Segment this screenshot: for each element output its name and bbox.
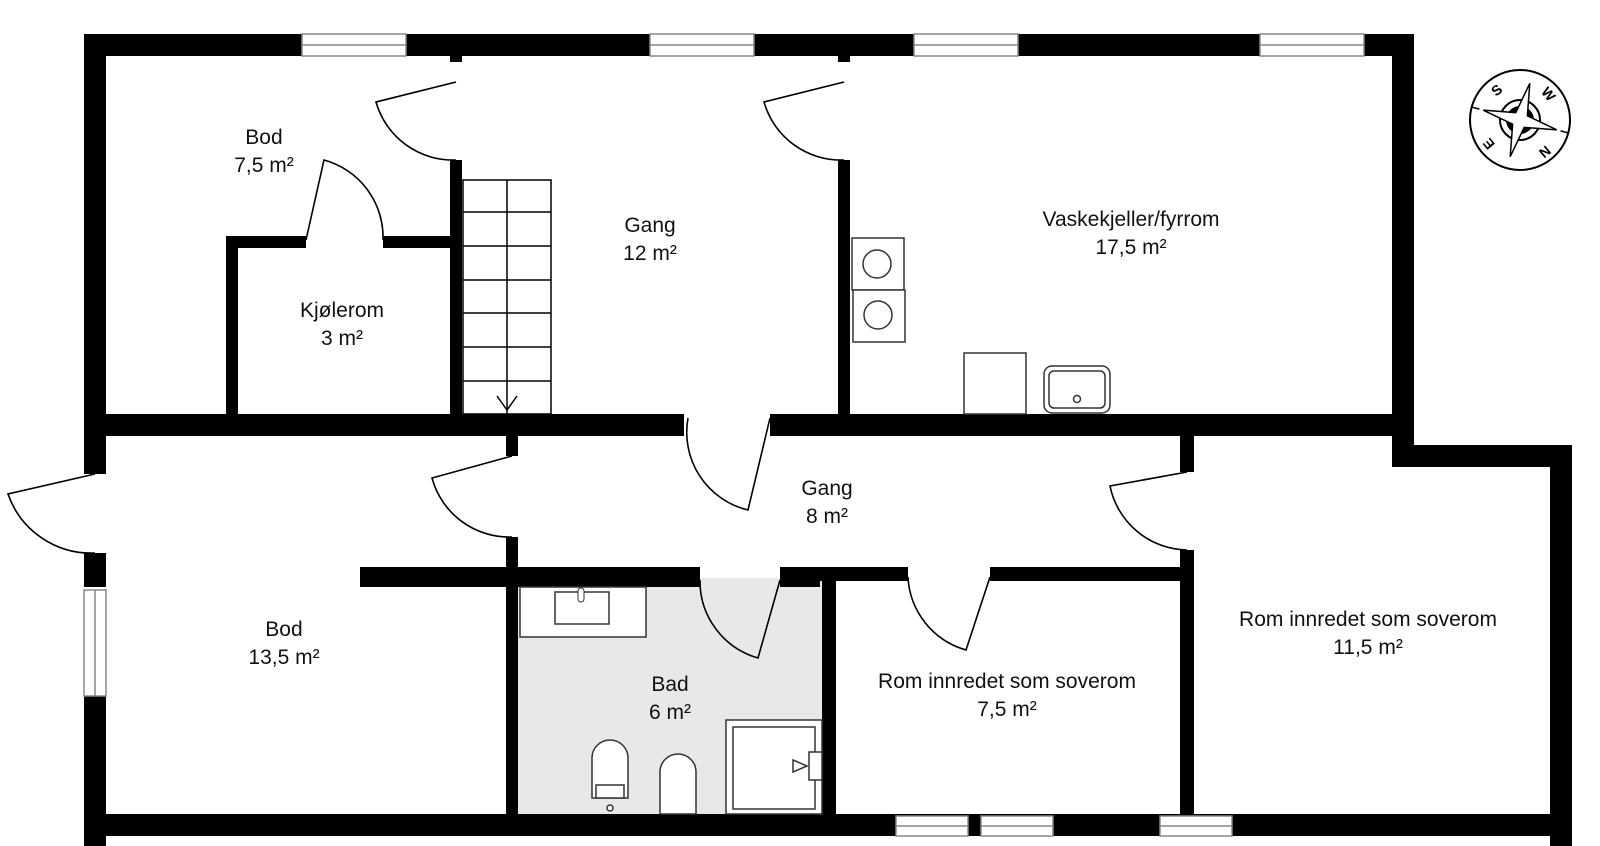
room-area: 11,5 m²: [1333, 636, 1403, 659]
compass-icon: [1469, 69, 1571, 171]
room-label-gang-upper: Gang 12 m²: [623, 212, 677, 268]
staircase: [462, 179, 552, 415]
compass-e: E: [1479, 135, 1498, 153]
bathroom-fixtures: [519, 586, 823, 815]
room-name: Bad: [651, 673, 689, 696]
washing-machine: [851, 237, 905, 291]
room-label-bod-large: Bod 13,5 m²: [248, 616, 319, 672]
room-area: 7,5 m²: [234, 154, 294, 177]
room-label-bad: Bad 6 m²: [649, 671, 691, 727]
boiler: [963, 352, 1027, 415]
toilet: [591, 739, 629, 799]
compass-s: S: [1487, 80, 1506, 100]
room-name: Kjølerom: [299, 299, 385, 322]
room-name: Rom innredet som soverom: [1239, 608, 1497, 631]
room-area: 3 m²: [320, 327, 363, 350]
room-label-bod-small: Bod 7,5 m²: [234, 124, 294, 180]
room-name: Vaskekjeller/fyrrom: [1042, 208, 1220, 231]
room-area: 8 m²: [806, 505, 848, 528]
compass-n: N: [1536, 142, 1555, 162]
room-area: 12 m²: [623, 242, 677, 265]
windows: [83, 33, 1365, 837]
room-label-kjolerom: Kjølerom 3 m²: [300, 297, 384, 353]
room-name: Bod: [265, 618, 303, 641]
room-label-gang-lower: Gang 8 m²: [801, 475, 852, 531]
room-label-bedroom-small: Rom innredet som soverom 7,5 m²: [878, 668, 1136, 724]
room-name: Gang: [624, 214, 676, 237]
room-area: 7,5 m²: [977, 698, 1037, 721]
room-area: 6 m²: [649, 701, 691, 724]
room-label-bedroom-large: Rom innredet som soverom 11,5 m²: [1239, 606, 1497, 662]
room-area: 13,5 m²: [248, 646, 320, 669]
laundry-fixtures: [851, 237, 1111, 415]
doors: [6, 81, 1188, 659]
room-name: Gang: [801, 477, 853, 500]
room-name: Bod: [245, 126, 283, 149]
walls: [84, 34, 1572, 846]
compass-w: W: [1538, 83, 1559, 105]
compass-labels: S W E N: [1470, 70, 1570, 170]
room-area: 17,5 m²: [1095, 236, 1167, 259]
room-name: Rom innredet som soverom: [878, 670, 1136, 693]
bidet: [659, 753, 697, 815]
room-label-vaskekjeller: Vaskekjeller/fyrrom 17,5 m²: [1043, 206, 1220, 262]
